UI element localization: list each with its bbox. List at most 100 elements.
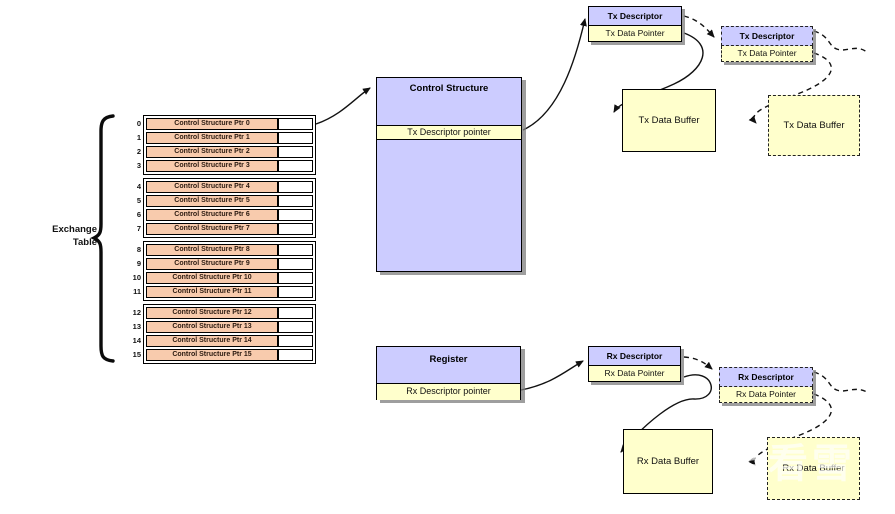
- table-row: Control Structure Ptr 13: [146, 321, 313, 333]
- exchange-table-group-4: 12 13 14 15 Control Structure Ptr 12 Con…: [122, 304, 316, 364]
- arrow-register-to-rx-descriptor: [520, 360, 584, 391]
- rx-data-pointer-1: Rx Data Pointer: [588, 366, 681, 382]
- row-index: 3: [136, 161, 141, 170]
- table-row: Control Structure Ptr 0: [146, 118, 313, 130]
- control-structure-ptr-cell: Control Structure Ptr 5: [146, 195, 278, 207]
- control-structure-ptr-cell: Control Structure Ptr 12: [146, 307, 278, 319]
- control-structure-title: Control Structure: [409, 83, 489, 94]
- control-structure-ptr-cell: Control Structure Ptr 4: [146, 181, 278, 193]
- control-structure-ptr-cell: Control Structure Ptr 13: [146, 321, 278, 333]
- table-grid: Control Structure Ptr 12 Control Structu…: [143, 304, 316, 364]
- rx-descriptor-2: Rx Descriptor Rx Data Pointer: [719, 367, 813, 403]
- control-structure-ptr-cell: Control Structure Ptr 3: [146, 160, 278, 172]
- row-index: 1: [136, 133, 141, 142]
- row-index: 0: [136, 119, 141, 128]
- pointer-value-cell: [278, 132, 313, 144]
- row-index-column: 0 1 2 3: [122, 115, 143, 175]
- row-index: 5: [136, 196, 141, 205]
- arrow-rxdesc1-to-rxdesc2: [683, 356, 713, 370]
- rx-descriptor-pointer-band: Rx Descriptor pointer: [377, 383, 520, 400]
- table-grid: Control Structure Ptr 8 Control Structur…: [143, 241, 316, 301]
- rx-data-buffer-1: Rx Data Buffer: [623, 429, 713, 494]
- rx-descriptor-1-title: Rx Descriptor: [588, 346, 681, 366]
- row-index: 6: [136, 210, 141, 219]
- tx-data-buffer-2: Tx Data Buffer: [768, 95, 860, 156]
- control-structure-ptr-cell: Control Structure Ptr 14: [146, 335, 278, 347]
- table-grid: Control Structure Ptr 4 Control Structur…: [143, 178, 316, 238]
- row-index: 11: [133, 287, 141, 296]
- row-index: 7: [136, 224, 141, 233]
- arrow-table-to-control-structure: [315, 87, 371, 125]
- control-structure-box: Control Structure Tx Descriptor pointer: [376, 77, 522, 272]
- arrow-cs-to-tx-descriptor: [522, 18, 587, 131]
- row-index: 13: [132, 322, 141, 331]
- row-index-column: 12 13 14 15: [122, 304, 143, 364]
- row-index: 8: [136, 245, 141, 254]
- row-index: 14: [132, 336, 141, 345]
- rx-descriptor-2-title: Rx Descriptor: [719, 367, 813, 387]
- pointer-value-cell: [278, 349, 313, 361]
- control-structure-ptr-cell: Control Structure Ptr 9: [146, 258, 278, 270]
- row-index-column: 4 5 6 7: [122, 178, 143, 238]
- arrow-txdesc1-to-txdesc2: [683, 15, 715, 38]
- pointer-value-cell: [278, 160, 313, 172]
- table-row: Control Structure Ptr 5: [146, 195, 313, 207]
- table-row: Control Structure Ptr 10: [146, 272, 313, 284]
- row-index: 9: [136, 259, 141, 268]
- row-index: 15: [132, 350, 141, 359]
- pointer-value-cell: [278, 195, 313, 207]
- tx-descriptor-1-title: Tx Descriptor: [588, 6, 682, 26]
- row-index: 10: [132, 273, 141, 282]
- rx-data-pointer-2: Rx Data Pointer: [719, 387, 813, 403]
- rx-data-buffer-2: Rx Data Buffer: [767, 437, 860, 500]
- tx-descriptor-1: Tx Descriptor Tx Data Pointer: [588, 6, 682, 42]
- pointer-value-cell: [278, 272, 313, 284]
- exchange-table-label-line2: Table: [72, 236, 97, 248]
- table-row: Control Structure Ptr 1: [146, 132, 313, 144]
- exchange-table-group-2: 4 5 6 7 Control Structure Ptr 4 Control …: [122, 178, 316, 238]
- control-structure-ptr-cell: Control Structure Ptr 7: [146, 223, 278, 235]
- snowflake-icon: ✻: [730, 443, 762, 485]
- tx-descriptor-pointer-band: Tx Descriptor pointer: [377, 125, 521, 140]
- control-structure-ptr-cell: Control Structure Ptr 0: [146, 118, 278, 130]
- tx-data-pointer-1: Tx Data Pointer: [588, 26, 682, 42]
- pointer-value-cell: [278, 321, 313, 333]
- tx-data-buffer-1: Tx Data Buffer: [622, 89, 716, 152]
- pointer-value-cell: [278, 118, 313, 130]
- exchange-table-label-line1: Exchange: [52, 224, 97, 235]
- row-index-column: 8 9 10 11: [122, 241, 143, 301]
- table-grid: Control Structure Ptr 0 Control Structur…: [143, 115, 316, 175]
- control-structure-ptr-cell: Control Structure Ptr 1: [146, 132, 278, 144]
- table-row: Control Structure Ptr 3: [146, 160, 313, 172]
- table-row: Control Structure Ptr 14: [146, 335, 313, 347]
- control-structure-ptr-cell: Control Structure Ptr 8: [146, 244, 278, 256]
- tx-descriptor-2: Tx Descriptor Tx Data Pointer: [721, 26, 813, 62]
- table-row: Control Structure Ptr 12: [146, 307, 313, 319]
- table-row: Control Structure Ptr 4: [146, 181, 313, 193]
- pointer-value-cell: [278, 181, 313, 193]
- tx-descriptor-2-title: Tx Descriptor: [721, 26, 813, 46]
- pointer-value-cell: [278, 335, 313, 347]
- pointer-value-cell: [278, 244, 313, 256]
- arrow-rxdesc2-continue: [813, 371, 870, 394]
- exchange-table-label: Exchange Table: [40, 224, 97, 249]
- register-box: Register Rx Descriptor pointer: [376, 346, 521, 400]
- exchange-table-group-1: 0 1 2 3 Control Structure Ptr 0 Control …: [122, 115, 316, 175]
- table-row: Control Structure Ptr 2: [146, 146, 313, 158]
- pointer-value-cell: [278, 258, 313, 270]
- table-row: Control Structure Ptr 15: [146, 349, 313, 361]
- pointer-value-cell: [278, 209, 313, 221]
- arrow-txdesc2-continue: [813, 30, 868, 53]
- control-structure-ptr-cell: Control Structure Ptr 10: [146, 272, 278, 284]
- table-row: Control Structure Ptr 9: [146, 258, 313, 270]
- table-row: Control Structure Ptr 7: [146, 223, 313, 235]
- rx-descriptor-1: Rx Descriptor Rx Data Pointer: [588, 346, 681, 382]
- control-structure-ptr-cell: Control Structure Ptr 2: [146, 146, 278, 158]
- pointer-value-cell: [278, 223, 313, 235]
- pointer-value-cell: [278, 146, 313, 158]
- pointer-value-cell: [278, 307, 313, 319]
- control-structure-ptr-cell: Control Structure Ptr 11: [146, 286, 278, 298]
- table-row: Control Structure Ptr 11: [146, 286, 313, 298]
- row-index: 4: [136, 182, 141, 191]
